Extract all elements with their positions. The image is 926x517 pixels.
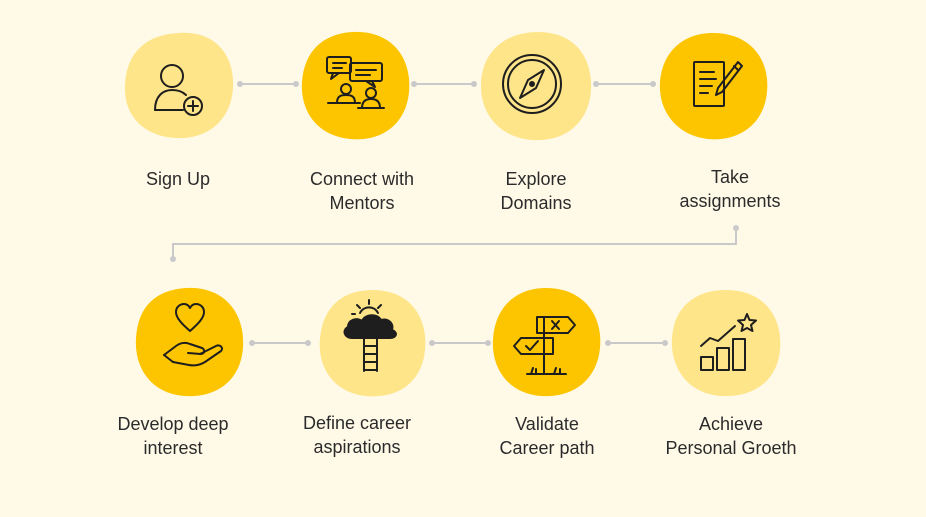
blob-4 xyxy=(659,33,768,140)
blob-2 xyxy=(301,31,410,140)
connector-1-2 xyxy=(237,81,299,87)
step-label-connect-mentors: Connect with Mentors xyxy=(277,167,447,215)
step-label-line1: Achieve xyxy=(698,414,764,434)
cloud-ladder-icon xyxy=(343,299,397,372)
step-label-line2: Career path xyxy=(499,438,595,458)
blob-5 xyxy=(135,287,244,397)
step-label-line2: assignments xyxy=(679,191,781,211)
step-label-achieve-growth: Achieve Personal Groeth xyxy=(646,412,816,460)
step-label-line2: interest xyxy=(143,438,203,458)
blob-7 xyxy=(492,288,601,397)
step-label-line1: Take xyxy=(710,167,750,187)
growth-chart-icon xyxy=(700,313,757,371)
blob-6 xyxy=(319,290,426,397)
step-label-sign-up: Sign Up xyxy=(93,167,263,191)
connector-6-7 xyxy=(429,340,491,346)
step-label-take-assignments: Take assignments xyxy=(645,165,815,213)
step-label-line1: Sign Up xyxy=(145,169,211,189)
connector-5-6 xyxy=(249,340,311,346)
mentors-chat-icon xyxy=(326,56,385,109)
blob-8 xyxy=(671,290,781,397)
connector-2-3 xyxy=(411,81,477,87)
step-label-line1: Define career xyxy=(302,413,412,433)
step-label-line2: Domains xyxy=(500,193,572,213)
step-label-explore-domains: Explore Domains xyxy=(451,167,621,215)
step-label-define-aspirations: Define career aspirations xyxy=(272,411,442,459)
connector-3-4 xyxy=(593,81,656,87)
assignment-icon xyxy=(693,61,743,107)
step-label-develop-interest: Develop deep interest xyxy=(88,412,258,460)
step-label-line2: aspirations xyxy=(313,437,401,457)
step-label-line1: Validate xyxy=(515,414,579,434)
heart-hand-icon xyxy=(163,303,224,367)
connector-7-8 xyxy=(605,340,668,346)
step-label-line1: Connect with xyxy=(309,169,415,189)
step-label-line2: Mentors xyxy=(329,193,395,213)
step-label-line1: Develop deep xyxy=(117,414,229,434)
signpost-icon xyxy=(513,316,576,375)
step-label-line1: Explore xyxy=(505,169,567,189)
compass-icon xyxy=(502,54,562,114)
step-label-validate-path: Validate Career path xyxy=(462,412,632,460)
user-plus-icon xyxy=(154,64,203,116)
connector-4-5 xyxy=(170,225,739,262)
step-label-line2: Personal Groeth xyxy=(665,438,797,458)
connectors xyxy=(170,81,739,346)
